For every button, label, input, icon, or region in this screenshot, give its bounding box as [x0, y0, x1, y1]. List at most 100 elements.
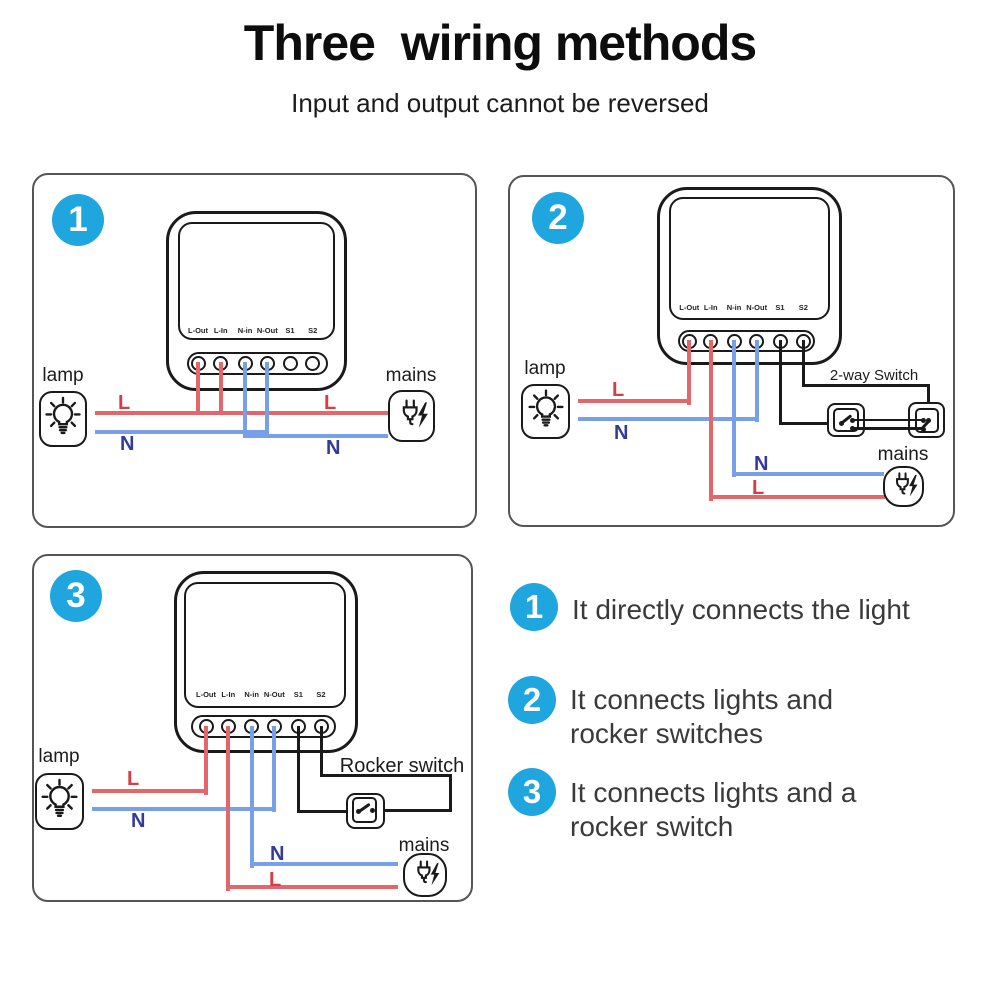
terminal-label: N-in: [244, 690, 259, 699]
wire-label-live: L: [269, 869, 282, 891]
switch-label: 2-way Switch: [829, 367, 919, 384]
wire-segment: [373, 808, 451, 812]
wire-segment: [708, 340, 713, 501]
terminal-label: N-in: [237, 326, 253, 335]
terminal-label: S1: [293, 690, 303, 699]
wire-segment: [708, 495, 885, 499]
wire-label-neutral: N: [131, 810, 146, 832]
legend-line: rocker switch: [570, 811, 734, 842]
legend-item-2: It connects lights and rocker switches: [570, 683, 833, 751]
terminal-label: L-Out: [188, 326, 208, 335]
smart-switch-faceplate: [178, 222, 335, 340]
wire-segment: [196, 362, 200, 415]
wire-segment: [801, 340, 805, 386]
connection-dot: [356, 809, 362, 815]
terminal-label: L-In: [213, 326, 228, 335]
legend-item-3: It connects lights and a rocker switch: [570, 776, 856, 844]
wire-label-neutral: N: [614, 422, 629, 444]
wire-segment: [801, 383, 931, 387]
panel-3-number-badge: 3: [50, 570, 102, 622]
smart-switch-faceplate: [669, 197, 830, 320]
mains-label: mains: [385, 365, 437, 386]
wire-segment: [778, 422, 842, 425]
wire-label-neutral: N: [270, 843, 285, 865]
legend-1-number: 1: [524, 588, 544, 625]
wire-label-live: L: [118, 392, 131, 414]
mains-plug-icon: [388, 390, 435, 442]
panel-2-number-badge: 2: [532, 192, 584, 244]
wire-segment: [296, 810, 359, 814]
wire-segment: [243, 362, 247, 438]
wire-segment: [754, 340, 759, 422]
terminal-label: L-In: [703, 303, 718, 312]
panel-3-number: 3: [66, 576, 86, 615]
connection-dot: [838, 420, 844, 426]
wire-segment: [204, 726, 208, 795]
lamp-label: lamp: [42, 365, 84, 386]
page-title: Three wiring methods: [243, 15, 757, 71]
wire-label-live: L: [324, 392, 337, 414]
terminal-circle: [282, 355, 298, 371]
wire-label-neutral: N: [754, 453, 769, 475]
terminal-label: N-Out: [256, 326, 278, 335]
legend-3-number-badge: 3: [508, 768, 556, 816]
wire-segment: [249, 726, 254, 868]
wire-segment: [92, 806, 276, 811]
mains-plug-icon: [403, 853, 447, 897]
connection-dot: [850, 417, 856, 423]
wire-segment: [853, 418, 924, 422]
lamp-icon: [39, 391, 87, 447]
mains-label: mains: [398, 835, 450, 856]
legend-3-number: 3: [522, 773, 542, 810]
legend-item-1: It directly connects the light: [572, 593, 910, 627]
wire-segment: [95, 411, 388, 415]
wire-segment: [448, 773, 452, 812]
switch-label: Rocker switch: [339, 755, 465, 777]
terminal-label: L-Out: [196, 690, 216, 699]
terminal-label: S2: [798, 303, 808, 312]
wire-segment: [296, 726, 300, 813]
legend-2-number: 2: [522, 681, 542, 718]
connection-dot: [920, 418, 926, 424]
wire-segment: [578, 416, 759, 421]
wire-segment: [272, 726, 277, 812]
connection-dot: [850, 425, 856, 431]
terminal-label: S1: [775, 303, 785, 312]
mains-label: mains: [877, 444, 929, 465]
legend-line: rocker switches: [570, 718, 763, 749]
wire-segment: [265, 362, 270, 434]
wire-segment: [732, 471, 884, 476]
connection-dot: [920, 426, 926, 432]
wire-label-live: L: [752, 477, 765, 499]
wire-label-neutral: N: [326, 437, 341, 459]
connection-dot: [926, 417, 932, 423]
connection-dot: [370, 807, 376, 813]
lamp-icon: [521, 384, 570, 439]
legend-line: It connects lights and a: [570, 777, 857, 808]
wire-label-live: L: [127, 768, 140, 790]
wire-segment: [243, 434, 388, 438]
terminal-label: N-Out: [746, 303, 768, 312]
wire-segment: [92, 789, 208, 793]
wire-segment: [578, 399, 691, 403]
wire-label-neutral: N: [120, 433, 135, 455]
wire-segment: [319, 726, 323, 775]
mains-plug-icon: [883, 466, 924, 507]
panel-1-number-badge: 1: [52, 194, 104, 246]
page-subtitle: Input and output cannot be reversed: [291, 88, 709, 118]
terminal-strip: [678, 330, 815, 352]
wire-segment: [218, 362, 223, 415]
terminal-circle: [305, 355, 321, 371]
wire-segment: [687, 340, 692, 405]
legend-2-number-badge: 2: [508, 676, 556, 724]
wire-segment: [853, 427, 924, 430]
wire-segment: [249, 862, 398, 866]
wire-segment: [732, 340, 736, 477]
panel-2-number: 2: [548, 198, 568, 237]
terminal-label: L-Out: [679, 303, 700, 312]
wire-segment: [95, 430, 269, 434]
panel-1-number: 1: [68, 200, 88, 239]
wire-label-live: L: [612, 379, 625, 401]
wire-segment: [778, 340, 782, 425]
